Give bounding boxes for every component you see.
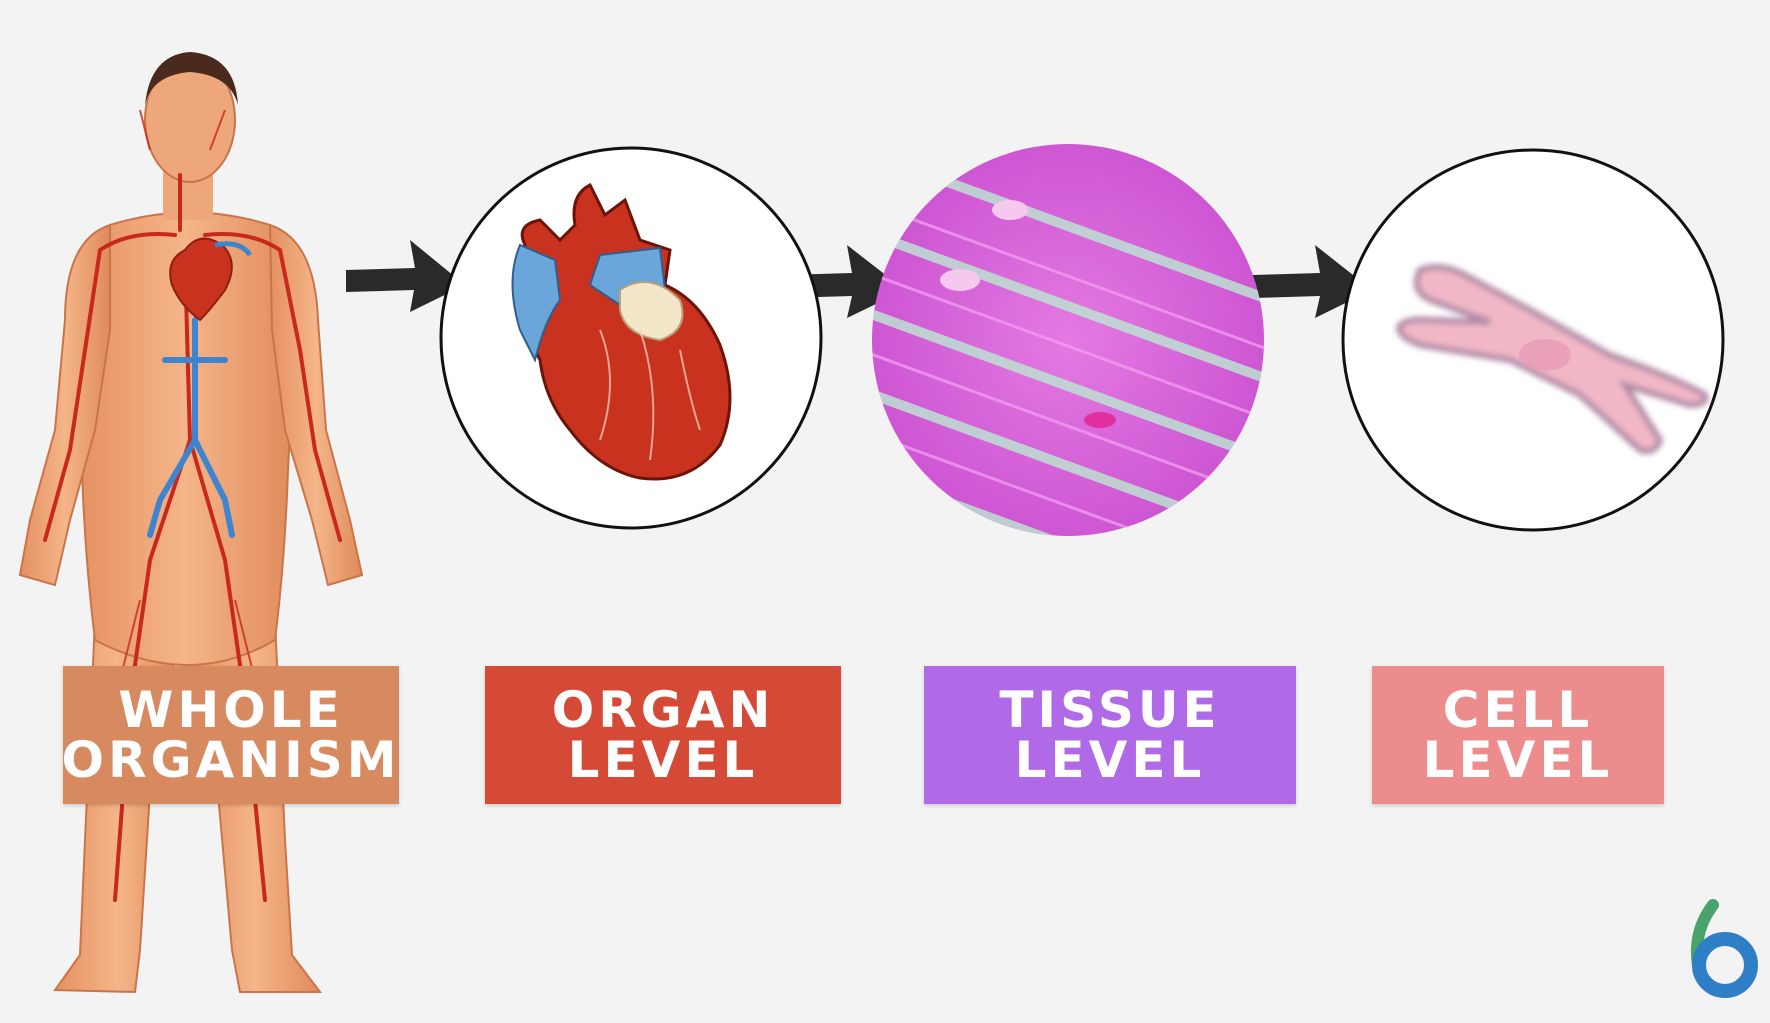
label-cell-level: CELL LEVEL bbox=[1372, 666, 1664, 804]
label-whole-organism-line1: WHOLE bbox=[118, 685, 344, 735]
label-whole-organism-line2: ORGANISM bbox=[62, 735, 401, 785]
label-cell-level-line1: CELL bbox=[1443, 685, 1594, 735]
label-organ-level: ORGAN LEVEL bbox=[485, 666, 841, 804]
label-whole-organism: WHOLE ORGANISM bbox=[63, 666, 399, 804]
logo-icon bbox=[1697, 905, 1751, 991]
label-organ-level-line1: ORGAN bbox=[552, 685, 775, 735]
label-cell-level-line2: LEVEL bbox=[1423, 735, 1614, 785]
muscle-tissue-illustration bbox=[860, 144, 1270, 620]
label-organ-level-line2: LEVEL bbox=[568, 735, 759, 785]
label-tissue-level-line1: TISSUE bbox=[999, 685, 1220, 735]
label-tissue-level-line2: LEVEL bbox=[1015, 735, 1206, 785]
label-tissue-level: TISSUE LEVEL bbox=[924, 666, 1296, 804]
human-body-illustration bbox=[20, 52, 362, 992]
